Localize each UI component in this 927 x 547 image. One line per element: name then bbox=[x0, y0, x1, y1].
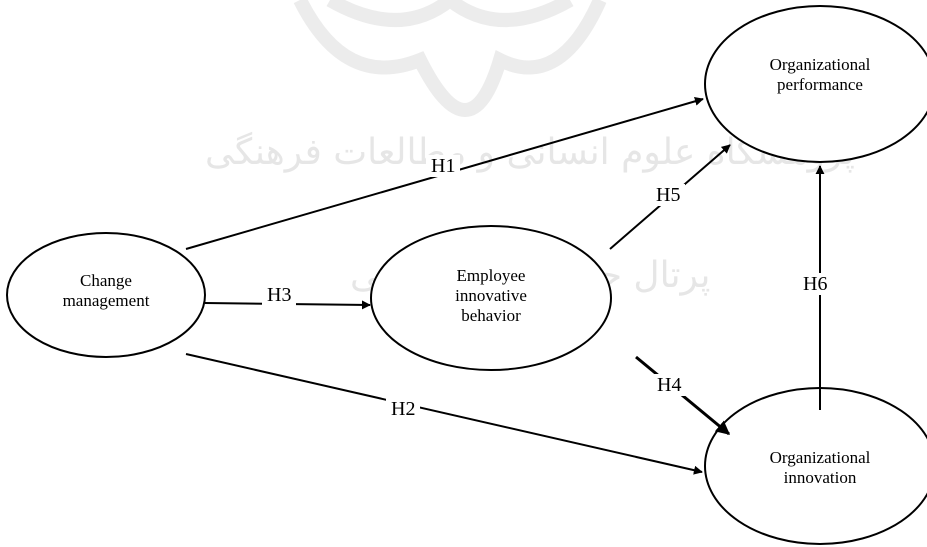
edge-label-h3: H3 bbox=[262, 284, 297, 306]
node-label-organizational-innovation: Organizational innovation bbox=[769, 448, 871, 487]
node-change-management bbox=[6, 232, 206, 358]
node-label-change-management: Change management bbox=[62, 271, 150, 310]
edge-label-h5: H5 bbox=[651, 184, 686, 206]
edge-label-h2: H2 bbox=[386, 398, 421, 420]
node-label-organizational-performance: Organizational performance bbox=[769, 55, 871, 94]
node-label-employee-innovative-behavior: Employee innovative behavior bbox=[455, 266, 527, 325]
edge-label-h6: H6 bbox=[798, 273, 833, 295]
node-employee-innovative-behavior bbox=[370, 225, 612, 371]
edge-label-h1: H1 bbox=[426, 155, 461, 177]
node-organizational-performance bbox=[704, 5, 927, 163]
edge-label-h4: H4 bbox=[652, 374, 687, 396]
edge-h2 bbox=[185, 353, 703, 475]
